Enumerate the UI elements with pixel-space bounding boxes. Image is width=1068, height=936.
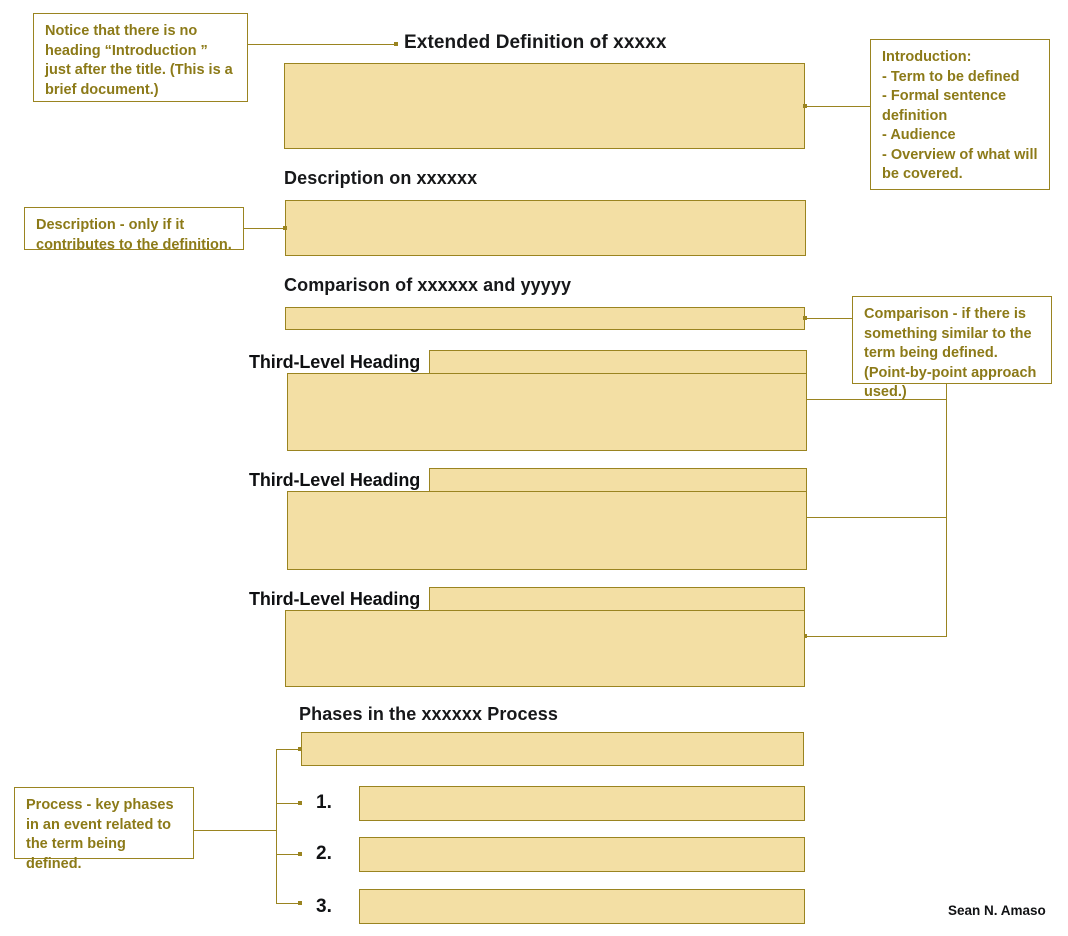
heading-comparison: Comparison of xxxxxx and yyyyy xyxy=(284,275,572,295)
heading-third-level-3: Third-Level Heading xyxy=(249,589,421,610)
connector-process-branch-intro xyxy=(276,749,302,750)
heading-third-level-1: Third-Level Heading xyxy=(249,352,421,373)
connector-description xyxy=(244,228,287,229)
connector-comparison-branch-3 xyxy=(807,636,947,637)
connector-process-branch-1 xyxy=(276,803,302,804)
annotation-comparison: Comparison - if there is something simil… xyxy=(852,296,1052,400)
connector-comparison-trunk xyxy=(946,384,947,636)
connector-introduction xyxy=(805,106,871,107)
byline: Sean N. Amaso xyxy=(948,903,1046,918)
process-item-number-3: 3. xyxy=(316,896,332,917)
intro-body-block xyxy=(284,63,805,149)
connector-process-trunk xyxy=(276,749,277,903)
connector-process-branch-3 xyxy=(276,903,302,904)
connector-no-intro-heading xyxy=(248,44,396,45)
heading-description: Description on xxxxxx xyxy=(284,168,478,188)
connector-nub-comparison xyxy=(803,316,807,320)
third-level-2-heading-bar xyxy=(429,468,807,492)
connector-nub-process-intro xyxy=(298,747,302,751)
third-level-1-heading-bar xyxy=(429,350,807,374)
annotation-description: Description - only if it contributes to … xyxy=(24,207,244,253)
connector-comparison-branch-2 xyxy=(807,517,947,518)
third-level-2-body-block xyxy=(287,491,807,570)
annotation-introduction: Introduction: - Term to be defined - For… xyxy=(870,39,1050,190)
connector-nub-process-3 xyxy=(298,901,302,905)
comparison-body-block xyxy=(285,307,805,330)
annotation-no-intro-heading: Notice that there is no heading “Introdu… xyxy=(33,13,248,102)
connector-process-branch-2 xyxy=(276,854,302,855)
connector-nub-process-2 xyxy=(298,852,302,856)
annotation-process: Process - key phases in an event related… xyxy=(14,787,194,872)
connector-nub-description xyxy=(283,226,287,230)
connector-nub-title xyxy=(394,42,398,46)
connector-nub-third-level-3 xyxy=(803,634,807,638)
third-level-3-heading-bar xyxy=(429,587,805,611)
process-item-block-2 xyxy=(359,837,805,872)
connector-process xyxy=(194,830,277,831)
description-body-block xyxy=(285,200,806,256)
process-item-number-2: 2. xyxy=(316,843,332,864)
process-item-block-3 xyxy=(359,889,805,924)
third-level-3-body-block xyxy=(285,610,805,687)
process-intro-block xyxy=(301,732,804,766)
connector-comparison-branch-1 xyxy=(807,399,947,400)
process-item-block-1 xyxy=(359,786,805,821)
third-level-1-body-block xyxy=(287,373,807,451)
connector-nub-process-1 xyxy=(298,801,302,805)
page-title: Extended Definition of xxxxx xyxy=(404,32,667,53)
connector-comparison xyxy=(805,318,853,319)
heading-process: Phases in the xxxxxx Process xyxy=(299,704,558,724)
process-item-number-1: 1. xyxy=(316,792,332,813)
heading-third-level-2: Third-Level Heading xyxy=(249,470,421,491)
connector-nub-intro-body xyxy=(803,104,807,108)
